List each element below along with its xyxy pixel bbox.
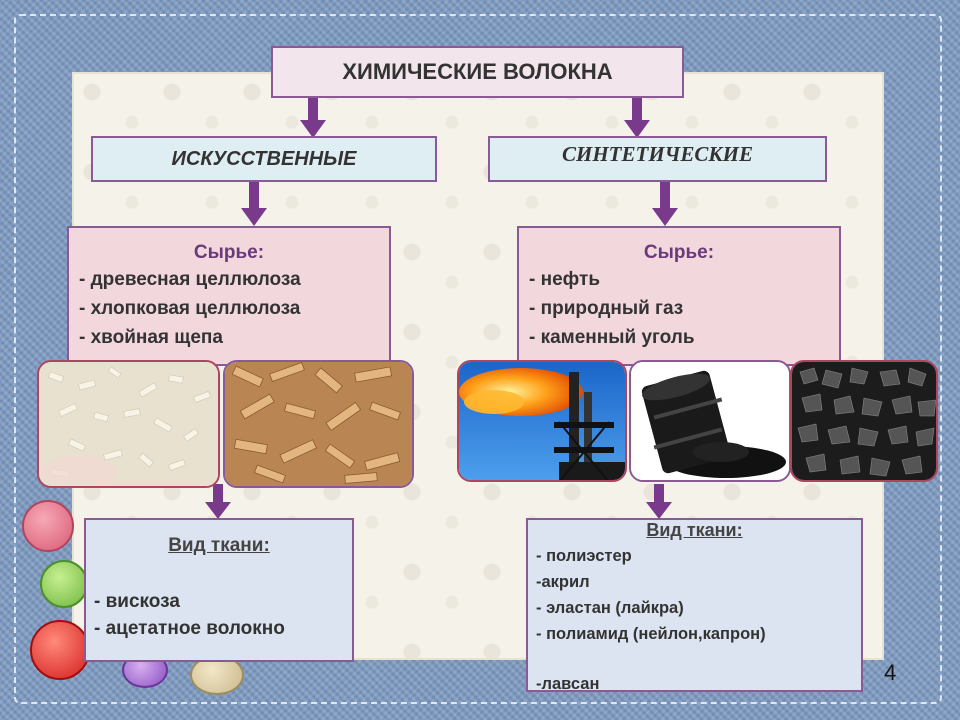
gas-flare-image bbox=[457, 360, 627, 482]
fabric-item: - ацетатное волокно bbox=[94, 618, 285, 639]
arrow-raw-right-to-fabric bbox=[646, 484, 672, 519]
fabric-types-synthetic: Вид ткани: - полиэстер -акрил - эластан … bbox=[526, 518, 863, 693]
cotton-cellulose-image bbox=[37, 360, 220, 488]
arrow-artificial-to-raw bbox=[241, 180, 267, 226]
button-decoration-red bbox=[30, 620, 90, 680]
fabric-header: Вид ткани: bbox=[168, 535, 270, 556]
frame-stitching bbox=[14, 14, 942, 704]
main-title: ХИМИЧЕСКИЕ ВОЛОКНА bbox=[271, 46, 684, 98]
raw-item: - древесная целлюлоза bbox=[79, 269, 301, 290]
arrow-title-to-synthetic bbox=[624, 96, 650, 138]
oil-barrel-image bbox=[629, 360, 791, 482]
raw-item: - природный газ bbox=[529, 298, 684, 319]
fabric-item: - вискоза bbox=[94, 591, 180, 612]
fabric-header: Вид ткани: bbox=[646, 520, 743, 540]
raw-item: - каменный уголь bbox=[529, 327, 695, 348]
arrow-synthetic-to-raw bbox=[652, 180, 678, 226]
raw-materials-synthetic: Сырье: - нефть - природный газ - каменны… bbox=[517, 226, 841, 366]
coal-image bbox=[790, 360, 938, 482]
raw-header: Сырье: bbox=[643, 242, 715, 263]
fabric-item: - полиамид (нейлон,капрон) bbox=[536, 625, 766, 643]
fabric-item: - полиэстер bbox=[536, 547, 632, 565]
arrow-title-to-artificial bbox=[300, 96, 326, 138]
arrow-raw-left-to-fabric bbox=[205, 484, 231, 519]
raw-materials-artificial: Сырье: - древесная целлюлоза - хлопковая… bbox=[67, 226, 391, 366]
fabric-item: - эластан (лайкра) bbox=[536, 599, 684, 617]
button-decoration-green bbox=[40, 560, 88, 608]
raw-item: - нефть bbox=[529, 269, 601, 290]
wood-chips-image bbox=[223, 360, 414, 488]
fabric-item: -лавсан bbox=[536, 675, 600, 693]
raw-header: Сырье: bbox=[193, 242, 265, 263]
fabric-types-artificial: Вид ткани: - вискоза - ацетатное волокно bbox=[84, 518, 354, 662]
raw-item: - хвойная щепа bbox=[79, 327, 223, 348]
raw-item: - хлопковая целлюлоза bbox=[79, 298, 301, 319]
category-synthetic: СИНТЕТИЧЕСКИЕ bbox=[488, 136, 827, 182]
category-artificial: ИСКУССТВЕННЫЕ bbox=[91, 136, 437, 182]
fabric-item: -акрил bbox=[536, 573, 590, 591]
page-number: 4 bbox=[884, 660, 897, 685]
button-decoration-pink bbox=[22, 500, 74, 552]
